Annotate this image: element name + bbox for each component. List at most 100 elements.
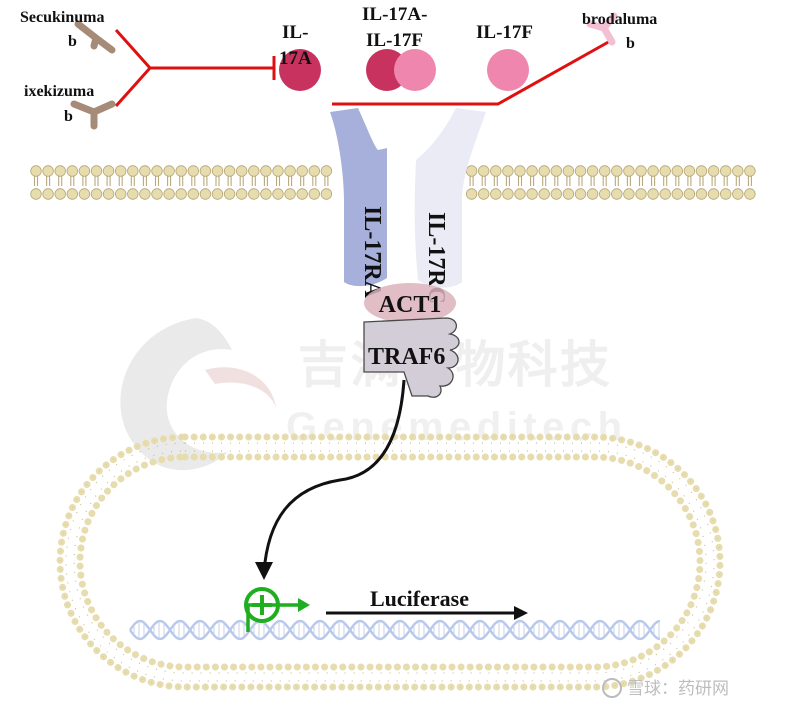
il17a-ligand: IL-17A [279, 22, 321, 91]
membrane-lipid-head [223, 188, 236, 200]
membrane-lipid-head [526, 188, 538, 200]
membrane-lipid-head [502, 165, 514, 177]
membrane-lipid-head [623, 188, 635, 200]
membrane-lipid-head [732, 165, 744, 177]
il17af-f-ball [394, 49, 436, 91]
membrane-lipid-head [599, 165, 611, 177]
il17a-label: IL-17A [279, 22, 312, 69]
signal-arrow [255, 379, 406, 580]
membrane-lipid-head [562, 188, 575, 200]
membrane-lipid-head [744, 165, 756, 177]
membrane-lipid-head [114, 188, 127, 200]
membrane-lipid-head [683, 188, 696, 200]
brodalumab-icon [586, 12, 618, 46]
traf6-adaptor: TRAF6 [363, 317, 460, 398]
membrane-lipid-head [550, 188, 563, 200]
membrane-lipid-head [211, 188, 224, 200]
membrane-lipid-head [647, 165, 659, 177]
membrane-lipid-head [30, 165, 42, 177]
membrane-lipid-head [623, 165, 635, 177]
membrane-lipid-head [732, 188, 744, 200]
ixekizumab-line [114, 66, 152, 108]
membrane-lipid-head [90, 188, 103, 200]
traf6-shape [363, 317, 460, 398]
membrane-lipid-head [586, 188, 599, 200]
membrane-lipid-head [139, 165, 151, 177]
membrane-lipid-head [102, 188, 115, 200]
membrane-lipid-head [211, 165, 224, 177]
watermark-en: Genemeditech [286, 405, 622, 449]
membrane-lipid-head [30, 188, 42, 200]
membrane-lipid-head [695, 165, 708, 177]
il17rc-chain [414, 108, 486, 288]
membrane-lipid-head [248, 165, 260, 177]
membrane-lipid-head [635, 188, 647, 200]
membrane-lipid-head [720, 165, 732, 177]
membrane-lipid-head [478, 188, 490, 200]
membrane-lipid-head [659, 188, 671, 200]
membrane-lipid-head [514, 188, 526, 200]
membrane-lipid-head [90, 165, 103, 177]
traf6-label: TRAF6 [368, 344, 445, 370]
membrane-lipid-head [78, 188, 91, 200]
membrane-lipid-head [114, 165, 127, 177]
membrane-lipid-head [707, 165, 720, 177]
membrane-lipid-head [562, 165, 575, 177]
membrane-lipid-head [223, 165, 236, 177]
membrane-lipid-head [54, 188, 66, 200]
membrane-lipid-head [538, 188, 550, 200]
membrane-lipid-head [647, 188, 659, 200]
brodalumab-line [332, 38, 613, 106]
membrane-lipid-head [187, 188, 200, 200]
membrane-lipid-head [151, 165, 163, 177]
membrane-lipid-head [127, 165, 139, 177]
secukinumab-icon [74, 20, 116, 54]
membrane-lipid-head [720, 188, 732, 200]
membrane-lipid-head [514, 165, 526, 177]
membrane-lipid-head [308, 188, 321, 200]
membrane-lipid-head [611, 165, 623, 177]
membrane-lipid-head [550, 165, 563, 177]
membrane-lipid-head [187, 165, 200, 177]
membrane-lipid-head [744, 188, 756, 200]
ixekizumab-icon [70, 100, 116, 130]
luciferase-reporter: Luciferase [326, 586, 528, 620]
luciferase-label: Luciferase [370, 586, 469, 611]
il17af-label: IL-17A-IL-17F [362, 4, 427, 51]
receptor-complex: IL-17RA IL-17RC [330, 108, 486, 304]
membrane-lipid-head [151, 188, 163, 200]
membrane-lipid-head [199, 188, 212, 200]
il17ra-label: IL-17RA [359, 206, 385, 299]
nucleus [56, 433, 724, 691]
il17a-ball [279, 49, 321, 91]
membrane-lipid-head [235, 165, 248, 177]
membrane-lipid-head [538, 165, 550, 177]
nucleus-outer-layer [56, 433, 724, 691]
membrane-lipid-head [78, 165, 91, 177]
membrane-lipid-head [683, 165, 696, 177]
il17f-ball [487, 49, 529, 91]
membrane-lipid-head [139, 188, 151, 200]
membrane-lipid-head [502, 188, 514, 200]
membrane-lipid-head [272, 188, 284, 200]
membrane-lipid-head [478, 165, 490, 177]
source-mark: 雪球：药研网 [602, 678, 729, 699]
cell-membrane [30, 165, 756, 200]
membrane-lipid-head [695, 188, 708, 200]
membrane-lipid-head [42, 165, 54, 177]
membrane-lipid-head [671, 165, 684, 177]
nucleus-inner-layer [76, 453, 704, 671]
membrane-lipid-head [66, 165, 79, 177]
membrane-lipid-head [235, 188, 248, 200]
membrane-lipid-head [284, 188, 296, 200]
tss-arrow-icon [246, 603, 300, 632]
membrane-lipid-head [707, 188, 720, 200]
il17f-label: IL-17F [476, 22, 533, 43]
membrane-lipid-head [163, 188, 175, 200]
membrane-lipid-head [586, 165, 599, 177]
membrane-lipid-head [490, 188, 502, 200]
membrane-lipid-head [102, 165, 115, 177]
membrane-lipid-head [175, 188, 187, 200]
